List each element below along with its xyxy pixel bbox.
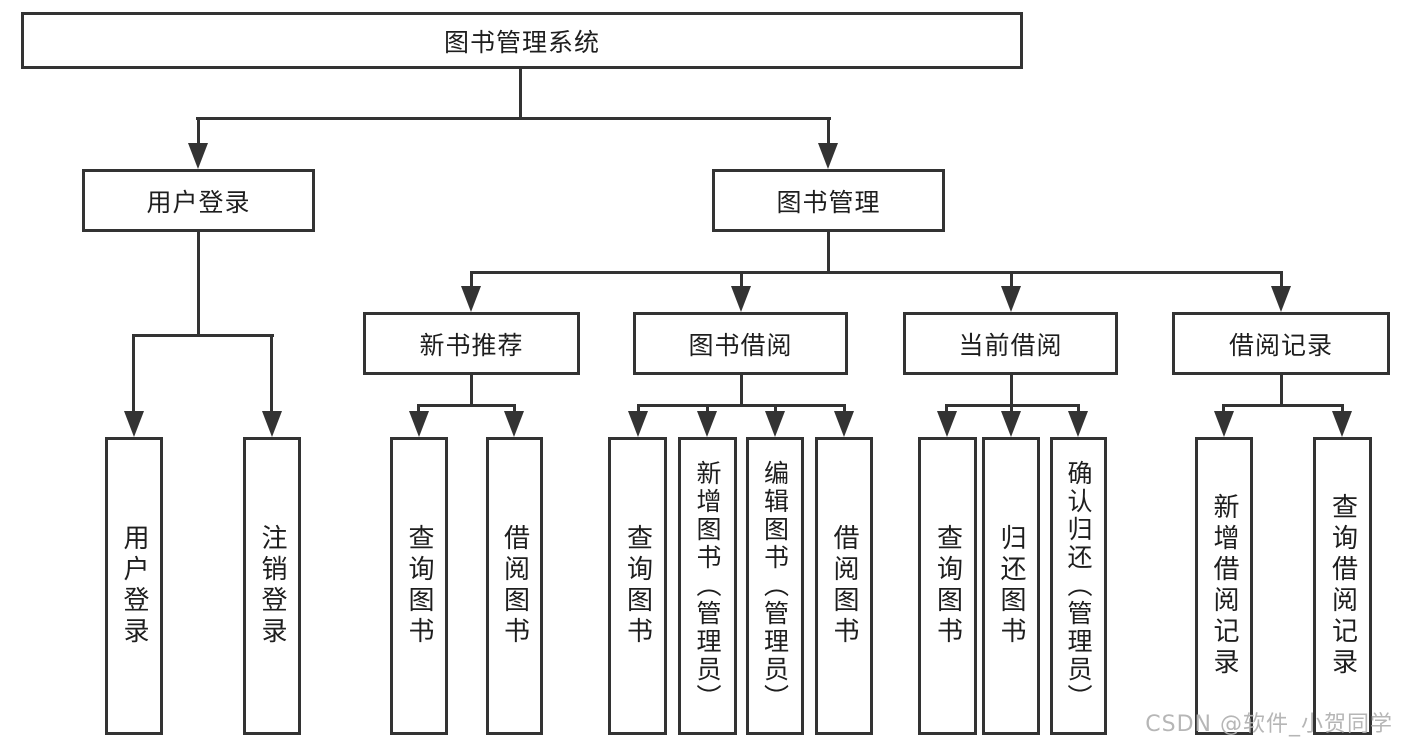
leaf-add-books-admin-label: 新增图书（管理员） <box>693 460 722 712</box>
leaf-logout: 注销登录 <box>243 437 301 735</box>
edge-line <box>417 404 516 407</box>
edge-line <box>1222 404 1225 416</box>
edge-line <box>740 372 743 407</box>
edge-line <box>1010 404 1013 416</box>
edge-line <box>1010 372 1013 407</box>
arrowhead-down-icon <box>628 411 648 437</box>
edge-line <box>1280 372 1283 407</box>
arrowhead-down-icon <box>765 411 785 437</box>
leaf-query-books-2-label: 查询图书 <box>622 524 653 648</box>
watermark-text: CSDN @软件_小贺同学 <box>1145 712 1393 737</box>
leaf-borrow-books-1: 借阅图书 <box>486 437 543 735</box>
leaf-add-borrow-record-label: 新增借阅记录 <box>1209 493 1239 679</box>
leaf-query-books-1-label: 查询图书 <box>404 524 434 648</box>
edge-line <box>1077 404 1080 416</box>
node-root: 图书管理系统 <box>21 12 1023 69</box>
edge-line <box>417 404 420 416</box>
edge-line <box>1280 271 1283 290</box>
edge-line <box>706 404 709 416</box>
edge-line <box>513 404 516 416</box>
arrowhead-down-icon <box>937 411 957 437</box>
leaf-borrow-books-2-label: 借阅图书 <box>829 524 859 648</box>
arrowhead-down-icon <box>1001 286 1021 312</box>
leaf-user-login: 用户登录 <box>105 437 163 735</box>
edge-line <box>945 404 948 416</box>
arrowhead-down-icon <box>1271 286 1291 312</box>
node-book-management: 图书管理 <box>712 169 945 232</box>
arrowhead-down-icon <box>461 286 481 312</box>
leaf-edit-books-admin-label: 编辑图书（管理员） <box>760 460 790 712</box>
leaf-query-books-2: 查询图书 <box>608 437 667 735</box>
edge-line <box>637 404 640 416</box>
node-book-borrowing: 图书借阅 <box>633 312 848 375</box>
edge-line <box>827 117 830 147</box>
edge-line <box>132 334 274 337</box>
leaf-query-borrow-record-label: 查询借阅记录 <box>1327 493 1358 679</box>
edge-line <box>827 229 830 274</box>
arrowhead-down-icon <box>1001 411 1021 437</box>
edge-line <box>740 271 743 290</box>
edge-line <box>843 404 846 416</box>
arrowhead-down-icon <box>818 143 838 169</box>
node-user-login: 用户登录 <box>82 169 315 232</box>
edge-line <box>270 334 273 414</box>
edge-line <box>519 66 522 120</box>
arrowhead-down-icon <box>262 411 282 437</box>
leaf-borrow-books-1-label: 借阅图书 <box>499 524 530 648</box>
leaf-add-books-admin: 新增图书（管理员） <box>678 437 737 735</box>
node-book-borrowing-label: 图书借阅 <box>688 330 793 360</box>
edge-line <box>470 271 1283 274</box>
leaf-borrow-books-2: 借阅图书 <box>815 437 873 735</box>
arrowhead-down-icon <box>504 411 524 437</box>
edge-line <box>1341 404 1344 416</box>
arrowhead-down-icon <box>731 286 751 312</box>
node-root-label: 图书管理系统 <box>443 27 600 57</box>
arrowhead-down-icon <box>1214 411 1234 437</box>
edge-line <box>197 229 200 337</box>
node-new-book-recommend: 新书推荐 <box>363 312 580 375</box>
leaf-edit-books-admin: 编辑图书（管理员） <box>746 437 804 735</box>
leaf-add-borrow-record: 新增借阅记录 <box>1195 437 1253 735</box>
leaf-query-books-1: 查询图书 <box>390 437 448 735</box>
edge-line <box>637 404 845 407</box>
leaf-return-books-label: 归还图书 <box>996 524 1026 648</box>
edge-line <box>197 117 200 147</box>
leaf-confirm-return-admin: 确认归还（管理员） <box>1050 437 1107 735</box>
arrowhead-down-icon <box>834 411 854 437</box>
edge-line <box>132 334 135 414</box>
arrowhead-down-icon <box>124 411 144 437</box>
node-borrowing-records: 借阅记录 <box>1172 312 1390 375</box>
edge-line <box>1010 271 1013 290</box>
node-user-login-label: 用户登录 <box>146 187 251 217</box>
leaf-logout-label: 注销登录 <box>257 524 287 648</box>
leaf-query-books-3: 查询图书 <box>918 437 977 735</box>
edge-line <box>196 117 831 120</box>
arrowhead-down-icon <box>409 411 429 437</box>
node-new-book-recommend-label: 新书推荐 <box>419 330 524 360</box>
arrowhead-down-icon <box>188 143 208 169</box>
arrowhead-down-icon <box>1332 411 1352 437</box>
arrowhead-down-icon <box>697 411 717 437</box>
leaf-return-books: 归还图书 <box>982 437 1040 735</box>
node-current-borrowing-label: 当前借阅 <box>958 330 1063 360</box>
edge-line <box>774 404 777 416</box>
node-current-borrowing: 当前借阅 <box>903 312 1118 375</box>
edge-line <box>470 271 473 290</box>
edge-line <box>470 372 473 407</box>
leaf-confirm-return-admin-label: 确认归还（管理员） <box>1064 460 1093 712</box>
leaf-query-books-3-label: 查询图书 <box>932 524 963 648</box>
leaf-user-login-label: 用户登录 <box>119 524 149 648</box>
node-borrowing-records-label: 借阅记录 <box>1228 330 1333 360</box>
edge-line <box>1222 404 1343 407</box>
node-book-management-label: 图书管理 <box>776 187 881 217</box>
leaf-query-borrow-record: 查询借阅记录 <box>1313 437 1372 735</box>
arrowhead-down-icon <box>1068 411 1088 437</box>
